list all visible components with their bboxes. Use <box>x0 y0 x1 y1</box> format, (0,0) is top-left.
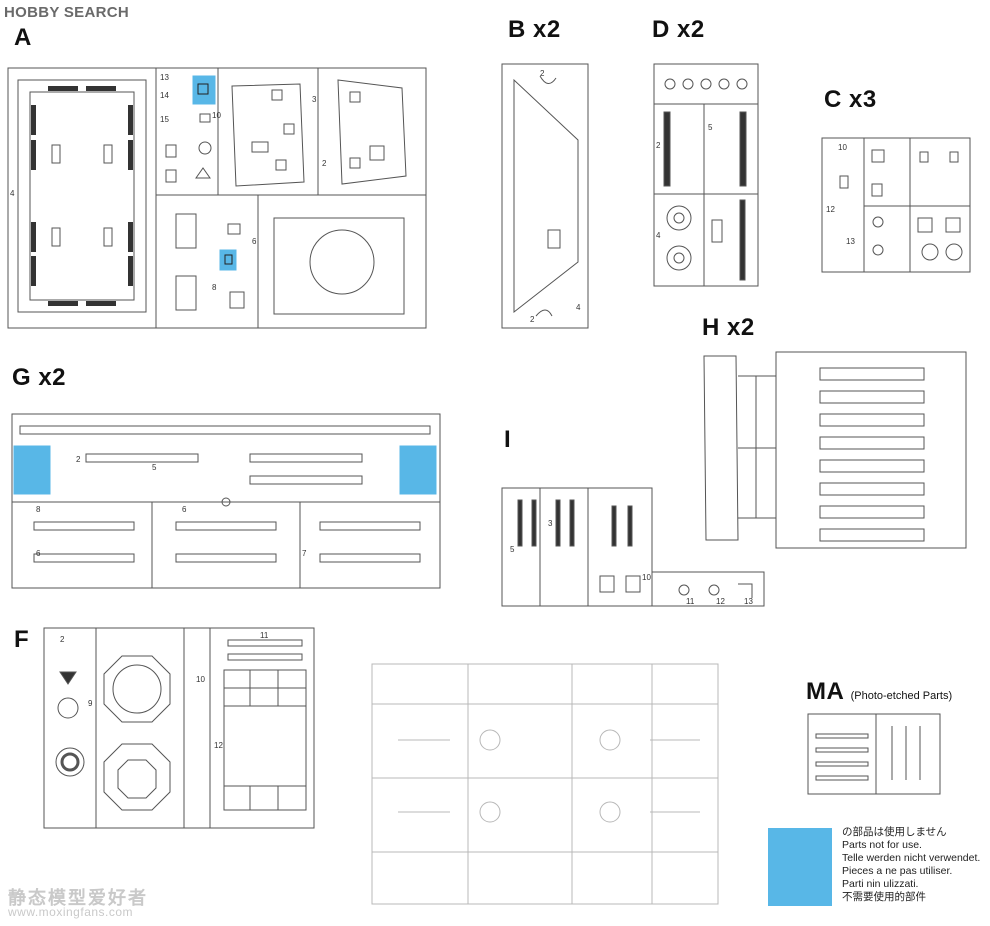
part-number: 10 <box>196 675 205 684</box>
part-number: 4 <box>10 189 15 198</box>
sprue-label-c: C x3 <box>824 86 877 113</box>
sprue-g-frame <box>11 413 441 589</box>
part-not-for-use <box>219 249 237 271</box>
sprue-i <box>501 487 765 607</box>
sprue-i-frame <box>501 487 653 607</box>
part-number: 2 <box>540 69 545 78</box>
part-number: 10 <box>642 573 651 582</box>
sprue-label-a: A <box>14 24 32 51</box>
part-number: 4 <box>576 303 581 312</box>
sprue-g <box>11 413 441 589</box>
sprue-label-b: B x2 <box>508 16 561 43</box>
part-not-for-use <box>399 445 437 495</box>
track-rod-part <box>19 425 431 435</box>
part-number: 12 <box>826 205 835 214</box>
sprue-d-frame <box>653 63 759 287</box>
part-number: 9 <box>88 699 93 708</box>
legend-line-zh: 不需要使用的部件 <box>842 891 926 903</box>
part-number: 8 <box>36 505 41 514</box>
part-number: 6 <box>182 505 187 514</box>
part-number: 11 <box>686 597 695 606</box>
part-number: 2 <box>76 455 81 464</box>
part-number: 6 <box>252 237 257 246</box>
part-number: 13 <box>160 73 169 82</box>
sprue-d <box>653 63 759 287</box>
part-number: 10 <box>212 111 221 120</box>
sprue-label-g: G x2 <box>12 364 67 391</box>
part-number: 13 <box>846 237 855 246</box>
part-number: 5 <box>510 545 515 554</box>
part-number: 6 <box>36 549 41 558</box>
engine-cover-part <box>223 669 307 811</box>
not-for-use-swatch <box>768 828 832 906</box>
photo-etch-fret <box>807 713 941 795</box>
sprue-f-frame <box>43 627 315 829</box>
part-not-for-use <box>192 75 216 105</box>
part-number: 11 <box>260 631 269 640</box>
hull-floor-part <box>17 79 147 313</box>
sprue-a <box>7 67 427 329</box>
part-number: 2 <box>322 159 327 168</box>
legend-line-fr: Pieces a ne pas utiliser. <box>842 865 953 877</box>
sprue-label-i: I <box>504 426 512 453</box>
part-number: 3 <box>548 519 553 528</box>
legend-line-ja: の部品は使用しません <box>842 826 947 838</box>
legend-line-it: Parti nin ulizzati. <box>842 878 919 890</box>
part-number: 15 <box>160 115 169 124</box>
part-number: 3 <box>312 95 317 104</box>
sprue-c <box>821 137 971 273</box>
faded-sprue <box>371 663 719 905</box>
part-number: 2 <box>656 141 661 150</box>
hatch-ring-part <box>103 743 171 811</box>
sprue-label-ma-text: MA <box>806 678 844 705</box>
part-number: 14 <box>160 91 169 100</box>
side-plate-part <box>513 78 579 314</box>
sprue-b <box>501 63 589 329</box>
part-number: 4 <box>656 231 661 240</box>
sprue-h <box>703 351 967 549</box>
hull-plate-part <box>231 83 305 187</box>
legend-text: の部品は使用しません Parts not for use. Telle werd… <box>842 826 980 904</box>
part-number: 12 <box>214 741 223 750</box>
sprue-ma <box>807 713 941 795</box>
part-number: 8 <box>212 283 217 292</box>
part-number: 7 <box>302 549 307 558</box>
part-number: 2 <box>530 315 535 324</box>
watermark-url: www.moxingfans.com <box>8 905 134 919</box>
legend-line-en: Parts not for use. <box>842 839 922 851</box>
sprue-a-frame <box>7 67 427 329</box>
sprue-f <box>43 627 315 829</box>
part-number: 10 <box>838 143 847 152</box>
fender-part <box>703 355 739 541</box>
sprue-label-h: H x2 <box>702 314 755 341</box>
engine-grille-part <box>775 351 967 549</box>
logo-text: HOBBY SEARCH <box>4 4 130 21</box>
sprue-label-ma: MA (Photo-etched Parts) <box>806 678 952 706</box>
photo-etched-note: (Photo-etched Parts) <box>850 690 953 702</box>
part-number: 5 <box>152 463 157 472</box>
sprue-c-frame <box>821 137 971 273</box>
hull-plate-part <box>337 79 407 185</box>
part-number: 5 <box>708 123 713 132</box>
part-number: 13 <box>744 597 753 606</box>
part-not-for-use <box>13 445 51 495</box>
sprue-label-f: F <box>14 626 30 653</box>
hobby-search-logo: HOBBY SEARCH <box>4 4 129 21</box>
engine-deck-part <box>273 217 405 315</box>
hatch-ring-part <box>103 655 171 723</box>
sprue-b-frame <box>501 63 589 329</box>
sprue-label-d: D x2 <box>652 16 705 43</box>
part-number: 12 <box>716 597 725 606</box>
watermark-cn: 静态模型爱好者 <box>8 888 148 908</box>
legend-line-de: Telle werden nicht verwendet. <box>842 852 981 864</box>
part-number: 2 <box>60 635 65 644</box>
